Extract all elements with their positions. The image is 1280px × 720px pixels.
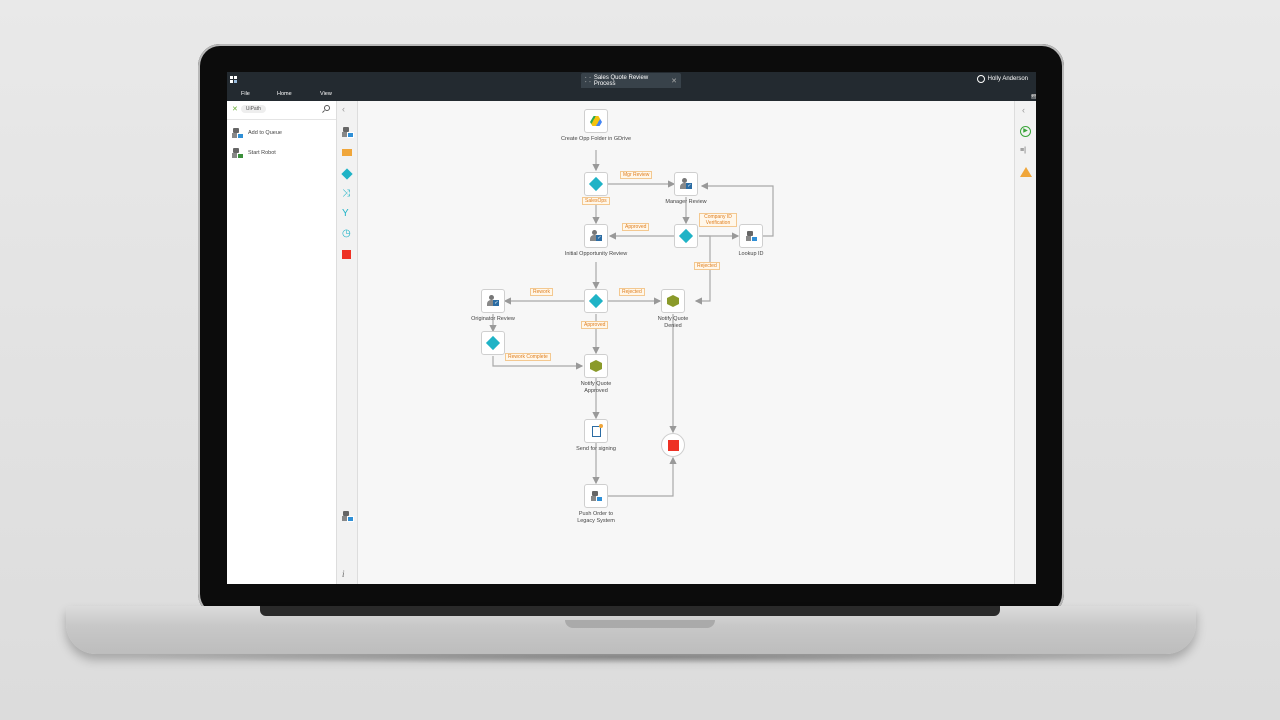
user-icon (976, 75, 985, 83)
timer-icon[interactable]: ◷ (342, 228, 351, 239)
info-icon[interactable]: i (342, 569, 345, 579)
user-menu[interactable]: Holly Anderson (976, 75, 1028, 83)
collapse-icon[interactable]: ‹ (1022, 105, 1025, 115)
gateway-4[interactable] (481, 331, 505, 355)
robot-queue-icon (746, 231, 758, 242)
laptop-hinge (260, 606, 1000, 616)
edge-label-company-id[interactable]: Company ID Verification (699, 213, 737, 227)
menu-view[interactable]: View (320, 91, 332, 97)
node-label: Originator Review (471, 316, 515, 322)
gdrive-icon (590, 116, 602, 126)
activity-panel: ✕ UiPath Add to Queue Start Robot (227, 101, 337, 584)
merge-icon[interactable]: Y (342, 208, 349, 219)
search-icon[interactable] (324, 105, 330, 111)
edge-label-salesops[interactable]: SalesOps (582, 197, 610, 205)
end-event-icon (667, 439, 679, 451)
menu-file[interactable]: File (241, 91, 250, 97)
redo-icon[interactable]: ↷ (1031, 94, 1036, 100)
user-task-icon: ✓ (487, 295, 499, 307)
tab-label: Sales Quote Review Process (593, 74, 649, 87)
flow-connectors (489, 150, 774, 497)
app-screen: ⸬ Sales Quote Review Process ✕ Holly And… (227, 72, 1036, 584)
end-event[interactable] (661, 433, 685, 457)
edge-label-rejected[interactable]: Rejected (619, 288, 645, 296)
warning-icon[interactable] (1020, 167, 1032, 177)
filter: ✕ UiPath (232, 105, 266, 113)
edge-label-approved[interactable]: Approved (581, 321, 609, 329)
node-label: Send for signing (576, 446, 616, 452)
split-icon[interactable]: ⤨ (342, 188, 350, 199)
node-lookup-id[interactable] (739, 224, 763, 248)
node-label: Notify Quote Denied (657, 316, 689, 329)
process-icon: ⸬ (585, 77, 591, 84)
node-push-order[interactable] (584, 484, 608, 508)
gateway-1[interactable] (584, 172, 608, 196)
user-task-icon: ✓ (680, 178, 692, 190)
gateway-2[interactable] (674, 224, 698, 248)
node-label: Lookup ID (738, 251, 764, 257)
user-name: Holly Anderson (987, 76, 1028, 82)
node-label: Initial Opportunity Review (564, 251, 628, 257)
package-icon (590, 360, 602, 372)
email-icon[interactable] (342, 149, 352, 159)
edge-label-rework-complete[interactable]: Rework Complete (505, 353, 551, 361)
user-task-icon: ✓ (590, 230, 602, 242)
shape-palette: ‹ ⤨ Y ◷ i (337, 101, 358, 584)
node-initial-review[interactable]: ✓ (584, 224, 608, 248)
laptop-notch (565, 620, 715, 628)
gateway-diamond-icon (485, 335, 501, 351)
robot-queue-icon[interactable] (342, 127, 354, 138)
tools-icon[interactable]: ✕ (232, 106, 238, 113)
gateway-diamond-icon[interactable] (341, 168, 353, 180)
node-create-folder[interactable] (584, 109, 608, 133)
node-notify-approved[interactable] (584, 354, 608, 378)
right-rail: ‹ ▶ ≡| (1014, 101, 1036, 584)
list-item-add-to-queue[interactable]: Add to Queue (232, 128, 282, 139)
list-item-label: Start Robot (248, 150, 276, 156)
document-sign-icon (591, 423, 603, 437)
robot-icon (232, 148, 244, 159)
run-icon[interactable]: ▶ (1020, 126, 1031, 137)
title-bar: ⸬ Sales Quote Review Process ✕ Holly And… (227, 72, 1036, 88)
node-label: Notify Quote Approved (580, 381, 612, 394)
properties-icon[interactable]: ≡| (1020, 147, 1026, 154)
robot-queue-icon (232, 128, 244, 139)
apps-grid-icon[interactable] (230, 76, 238, 84)
tab-sales-quote-review[interactable]: ⸬ Sales Quote Review Process ✕ (581, 73, 681, 88)
robot-queue-icon (591, 491, 603, 502)
node-label: Create Opp Folder in GDrive (561, 136, 631, 142)
close-icon[interactable]: ✕ (671, 77, 677, 85)
list-item-start-robot[interactable]: Start Robot (232, 148, 276, 159)
save-icon[interactable]: ▤ (1031, 94, 1036, 100)
menu-bar: File Home View ↶ ↷ ▤ (227, 88, 1036, 101)
undo-icon[interactable]: ↶ (1031, 94, 1036, 100)
node-notify-denied[interactable] (661, 289, 685, 313)
node-originator-review[interactable]: ✓ (481, 289, 505, 313)
node-manager-review[interactable]: ✓ (674, 172, 698, 196)
gateway-diamond-icon (588, 293, 604, 309)
node-send-signing[interactable] (584, 419, 608, 443)
gateway-diamond-icon (678, 228, 694, 244)
edge-label-rejected[interactable]: Rejected (694, 262, 720, 270)
robot-queue-icon[interactable] (342, 511, 354, 522)
gateway-diamond-icon (588, 176, 604, 192)
process-canvas[interactable]: Create Opp Folder in GDrive ✓ Manager Re… (358, 101, 1014, 584)
node-label: Manager Review (665, 199, 707, 205)
collapse-icon[interactable]: ‹ (342, 104, 345, 114)
menu-home[interactable]: Home (277, 91, 292, 97)
edge-label-approved[interactable]: Approved (622, 223, 650, 231)
node-label: Push Order to Legacy System (577, 511, 615, 524)
end-event-icon[interactable] (342, 250, 352, 260)
package-icon (667, 295, 679, 307)
edge-label-mgr-review[interactable]: Mgr Review (620, 171, 653, 179)
divider (227, 119, 336, 120)
list-item-label: Add to Queue (248, 130, 282, 136)
filter-chip[interactable]: UiPath (240, 105, 266, 113)
edge-label-rework[interactable]: Rework (530, 288, 553, 296)
gateway-3[interactable] (584, 289, 608, 313)
